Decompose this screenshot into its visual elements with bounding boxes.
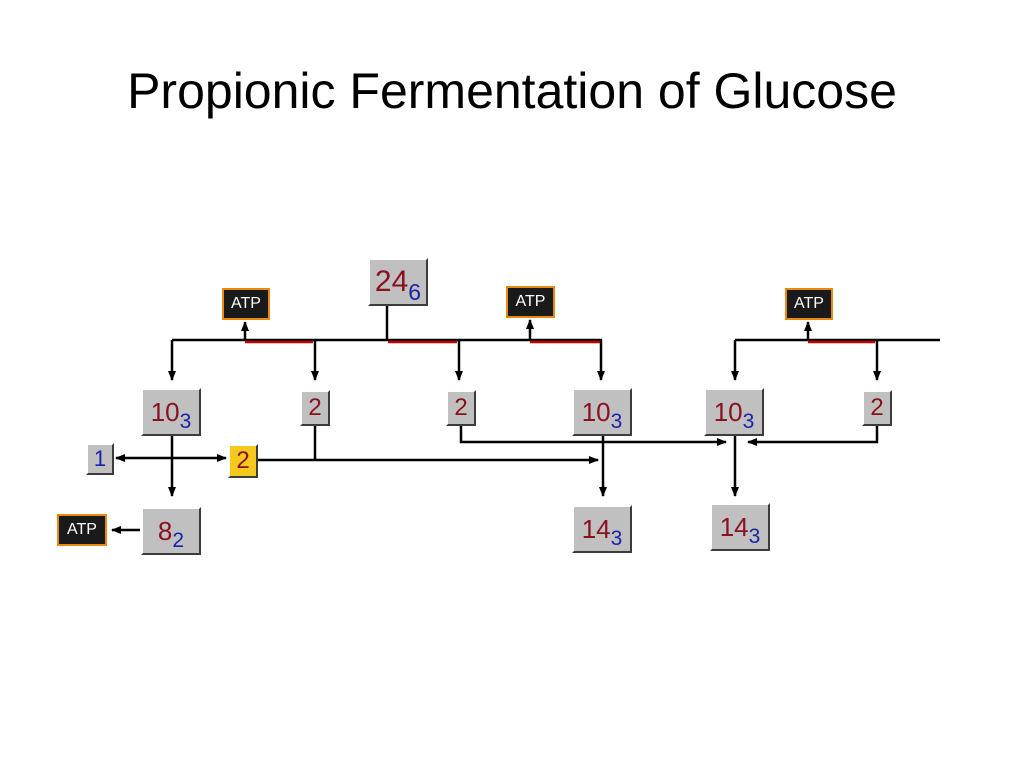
node-r4-sub: 3: [610, 409, 623, 433]
node-b3-sub: 3: [748, 524, 761, 548]
atp-box-3: ATP: [785, 288, 833, 320]
node-b1-num: 8: [157, 516, 173, 546]
r3-line: [459, 426, 727, 446]
node-b1-sub: 2: [172, 528, 185, 552]
node-r6: 2: [862, 390, 892, 426]
atp-box-4: ATP: [57, 514, 107, 546]
node-top-sub: 6: [408, 278, 422, 305]
node-r6-num: 2: [870, 394, 884, 421]
page-title: Propionic Fermentation of Glucose: [127, 63, 897, 119]
node-yellow: 2: [228, 444, 258, 478]
atp-box-1: ATP: [222, 288, 270, 320]
node-r2: 2: [300, 390, 330, 426]
node-r3: 2: [446, 390, 476, 426]
node-top-num: 24: [374, 265, 409, 298]
node-yellow-num: 2: [236, 447, 250, 474]
node-r1-sub: 3: [179, 409, 192, 433]
node-r5-sub: 3: [742, 409, 755, 433]
node-r3-num: 2: [454, 394, 468, 421]
node-r1-num: 10: [150, 397, 180, 427]
node-r5-num: 10: [713, 397, 743, 427]
node-r4-num: 10: [581, 397, 611, 427]
node-b2-num: 14: [581, 514, 611, 544]
node-b3-num: 14: [719, 512, 749, 542]
node-r2-num: 2: [308, 394, 322, 421]
atp-box-2: ATP: [506, 286, 555, 318]
node-one: 1: [86, 443, 114, 475]
node-one-num: 1: [93, 446, 107, 471]
node-b2-sub: 3: [610, 526, 623, 550]
r6-line: [747, 426, 879, 446]
